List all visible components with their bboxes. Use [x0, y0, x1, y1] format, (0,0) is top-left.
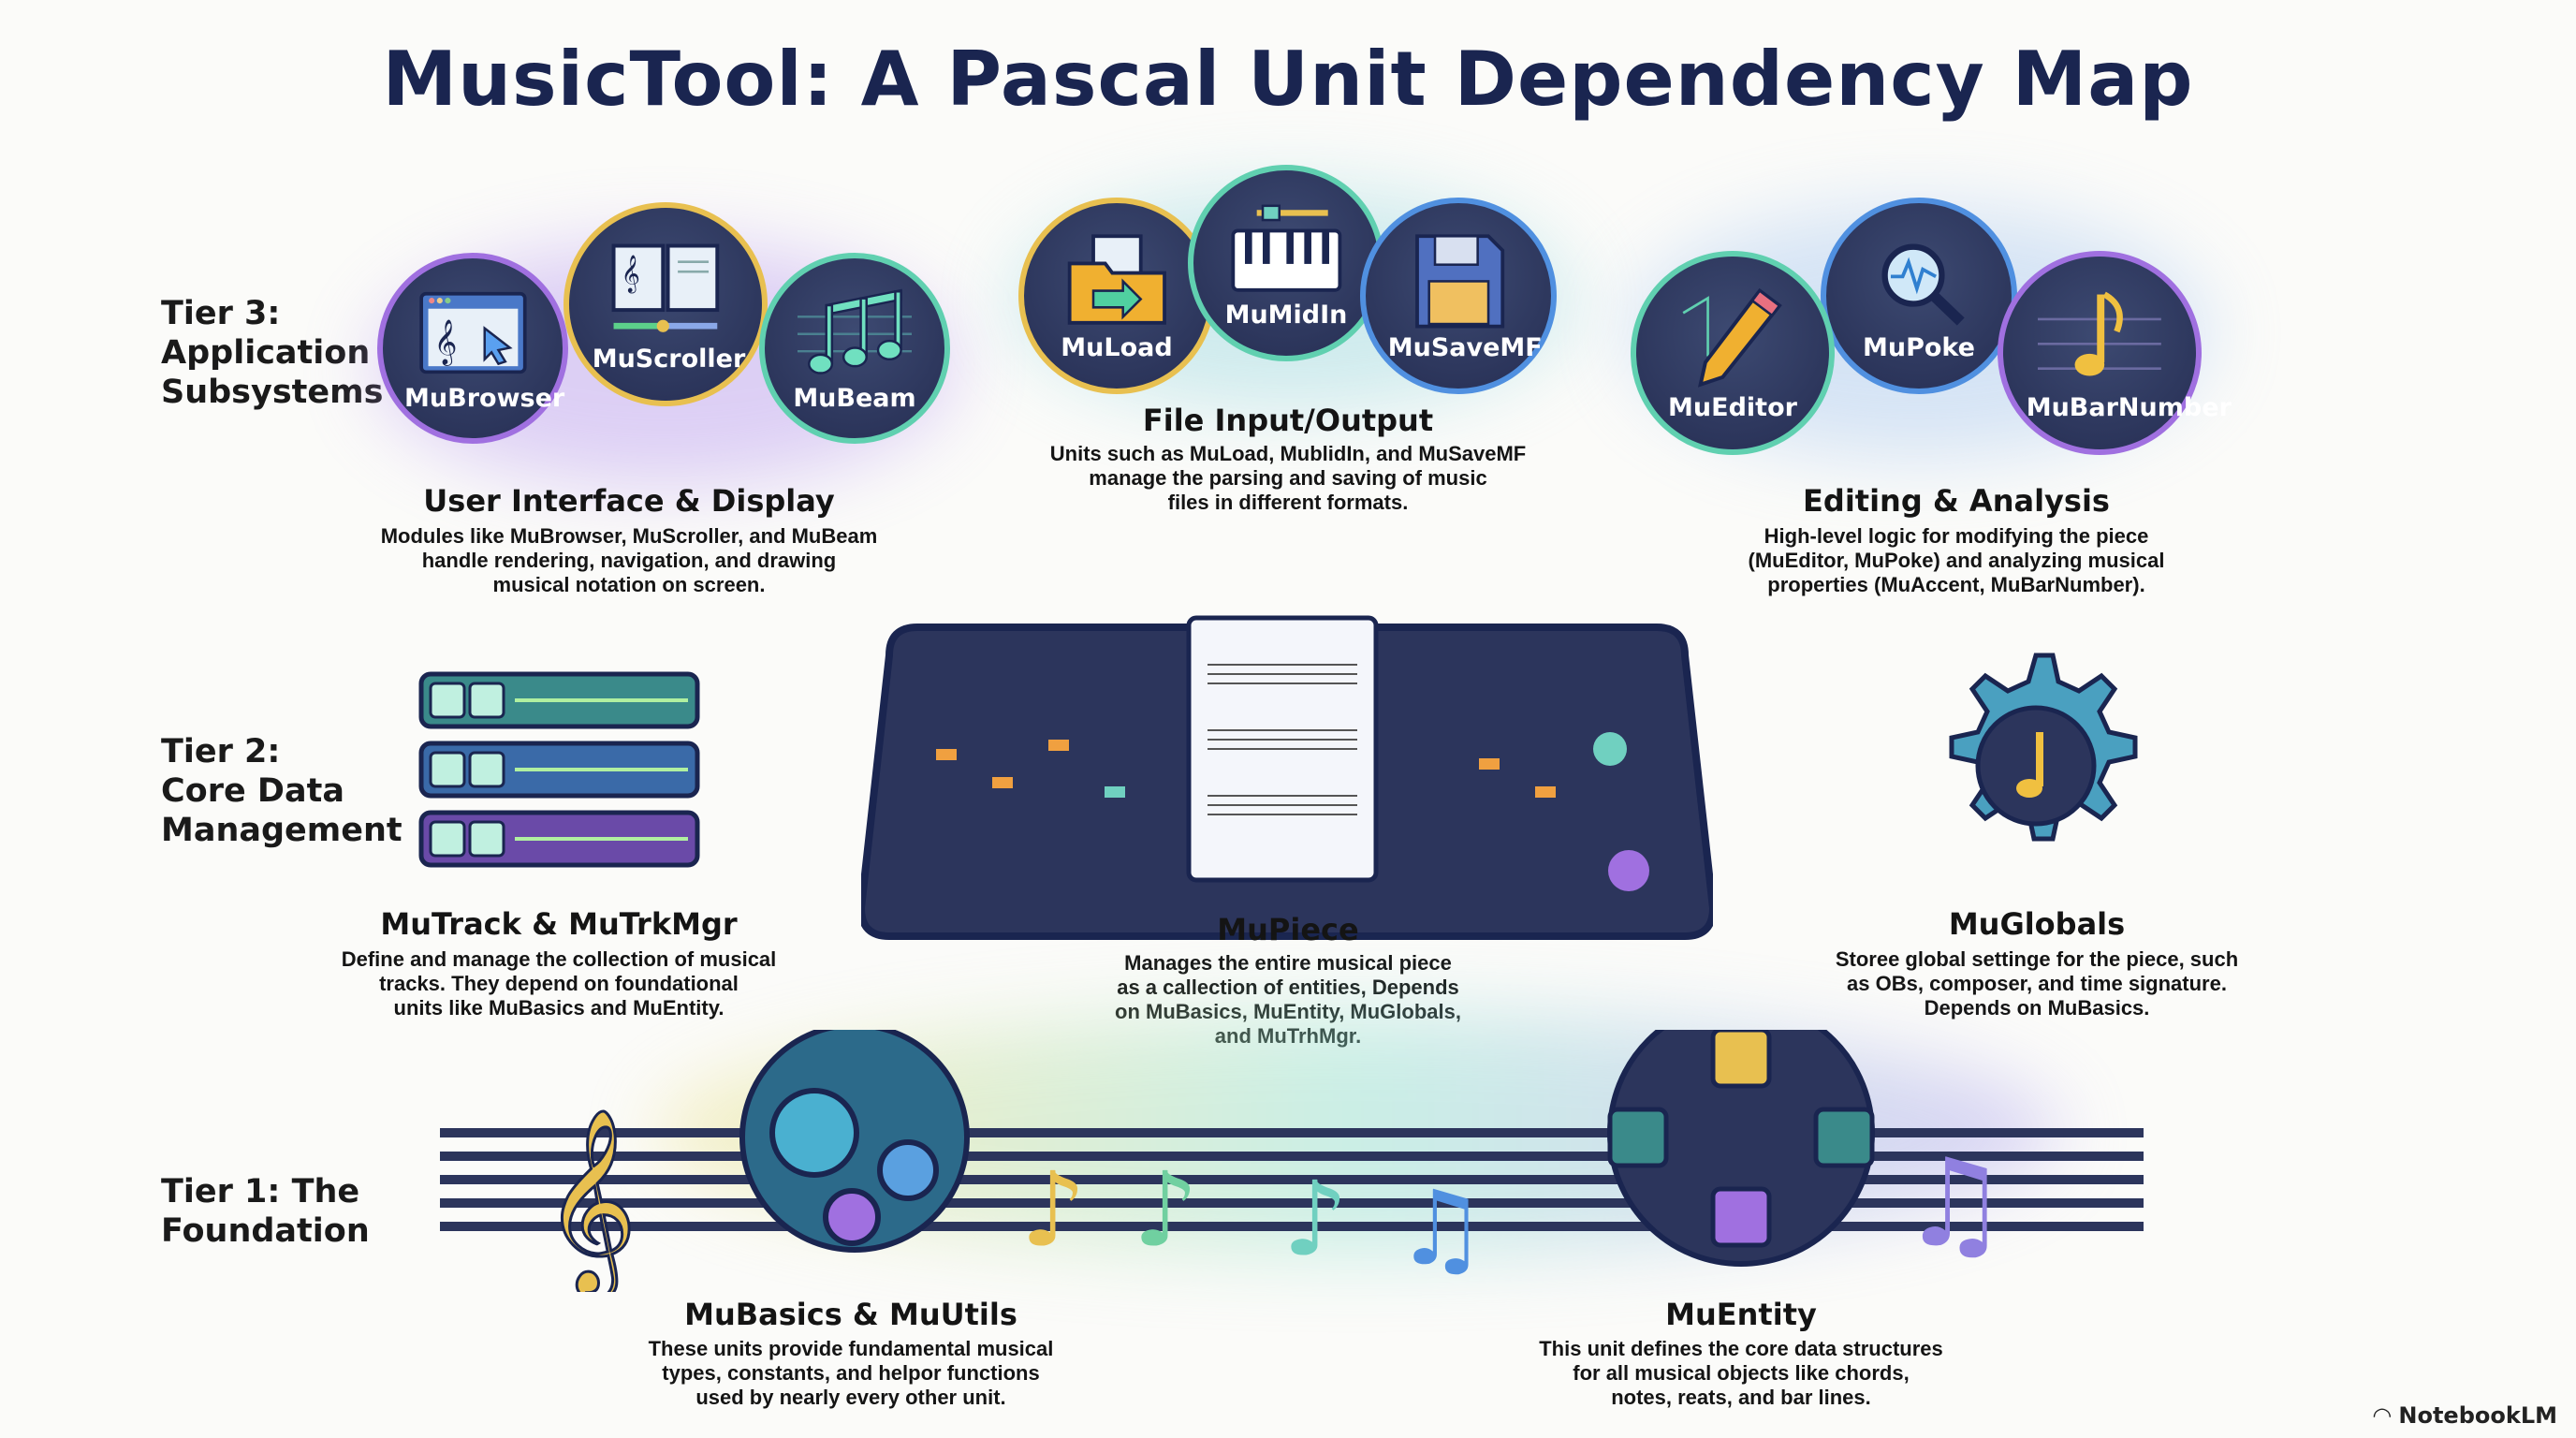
- desc-line: musical notation on screen.: [492, 573, 766, 596]
- unit-muscroller[interactable]: 𝄞 MuScroller: [564, 202, 768, 406]
- desc-line: These units provide fundamental musical: [648, 1337, 1054, 1360]
- brand-label: NotebookLM: [2398, 1402, 2557, 1429]
- tier-1-label: Tier 1: The Foundation: [161, 1172, 370, 1251]
- unit-mubrowser[interactable]: 𝄞 MuBrowser: [377, 253, 568, 444]
- desc-line: for all musical objects like chords,: [1573, 1361, 1910, 1385]
- tier-label-line: Foundation: [161, 1212, 370, 1250]
- desc-mutrack: Define and manage the collection of musi…: [342, 947, 777, 1020]
- group-desc-edit: High-level logic for modifying the piece…: [1749, 524, 2165, 597]
- tier-3-label: Tier 3: Application Subsystems: [161, 294, 383, 412]
- unit-mumidin[interactable]: MuMidIn: [1188, 165, 1384, 361]
- desc-line: units like MuBasics and MuEntity.: [393, 996, 724, 1020]
- group-desc-ui: Modules like MuBrowser, MuScroller, and …: [381, 524, 878, 597]
- desc-line: used by nearly every other unit.: [695, 1386, 1006, 1409]
- pencil-icon: [1682, 287, 1782, 388]
- desc-line: Units such as MuLoad, MublidIn, and MuSa…: [1049, 442, 1527, 465]
- unit-muload[interactable]: MuLoad: [1018, 198, 1215, 394]
- svg-text:𝄞: 𝄞: [433, 318, 457, 366]
- desc-line: properties (MuAccent, MuBarNumber).: [1767, 573, 2145, 596]
- title-mubasics: MuBasics & MuUtils: [684, 1297, 1017, 1332]
- track-stack-icon: [418, 671, 700, 868]
- unit-mubarnumber[interactable]: MuBarNumber: [1998, 251, 2232, 455]
- music-note-icon: [2038, 291, 2161, 376]
- desc-line: tracks. They depend on foundational: [379, 972, 739, 995]
- desc-line: Storee global settinge for the piece, su…: [1835, 947, 2239, 971]
- tier-label-line: Management: [161, 812, 402, 849]
- svg-text:♫: ♫: [1395, 1168, 1487, 1288]
- tier-label-line: Subsystems: [161, 374, 384, 411]
- svg-text:𝄞: 𝄞: [543, 1108, 637, 1292]
- desc-muglobals: Storee global settinge for the piece, su…: [1836, 947, 2238, 1020]
- beamed-notes-icon: [797, 288, 913, 374]
- desc-line: notes, reats, and bar lines.: [1611, 1386, 1871, 1409]
- desc-line: on MuBasics, MuEntity, MuGlobals,: [1115, 1000, 1461, 1023]
- desc-line: High-level logic for modifying the piece: [1764, 524, 2149, 548]
- gear-music-note-icon: [1949, 653, 2138, 842]
- open-book-icon: 𝄞: [611, 243, 720, 332]
- tier-label-line: Tier 1: The: [161, 1173, 360, 1211]
- desc-line: manage the parsing and saving of music: [1089, 466, 1487, 490]
- title-mutrack: MuTrack & MuTrkMgr: [380, 906, 738, 942]
- desc-line: Manages the entire musical piece: [1124, 951, 1452, 975]
- unit-label: MuEditor: [1668, 393, 1797, 423]
- unit-label: MuLoad: [1061, 333, 1173, 363]
- notebooklm-brand: ◠ NotebookLM: [2374, 1402, 2557, 1429]
- desc-line: types, constants, and helpor functions: [662, 1361, 1040, 1385]
- svg-text:♪: ♪: [1133, 1150, 1198, 1269]
- unit-label: MuSaveMF: [1387, 333, 1543, 363]
- desc-mupiece: Manages the entire musical piece as a ca…: [1115, 951, 1461, 1049]
- unit-mubeam[interactable]: MuBeam: [759, 253, 950, 444]
- tier-2-label: Tier 2: Core Data Management: [161, 732, 402, 850]
- unit-label: MuMidIn: [1224, 301, 1348, 330]
- svg-text:♪: ♪: [1282, 1159, 1348, 1279]
- floppy-disk-icon: [1414, 234, 1504, 329]
- desc-line: and MuTrhMgr.: [1214, 1024, 1362, 1048]
- desc-line: as OBs, composer, and time signature.: [1847, 972, 2227, 995]
- group-title-edit: Editing & Analysis: [1803, 483, 2110, 519]
- title-mupiece: MuPiece: [1217, 912, 1359, 947]
- unit-mupoke[interactable]: MuPoke: [1821, 198, 2017, 394]
- title-muglobals: MuGlobals: [1948, 906, 2126, 942]
- folder-import-icon: [1067, 234, 1166, 325]
- group-title-io: File Input/Output: [1142, 403, 1434, 438]
- desc-line: handle rendering, navigation, and drawin…: [421, 549, 837, 572]
- svg-text:𝄞: 𝄞: [622, 255, 640, 293]
- title-muentity: MuEntity: [1665, 1297, 1817, 1332]
- tier-label-line: Application: [161, 334, 371, 372]
- desc-line: files in different formats.: [1167, 491, 1409, 514]
- unit-musavemf[interactable]: MuSaveMF: [1360, 198, 1557, 394]
- tier-label-line: Tier 3:: [161, 295, 281, 332]
- unit-label: MuBrowser: [404, 384, 565, 414]
- desc-muentity: This unit defines the core data structur…: [1539, 1337, 1943, 1410]
- tier-label-line: Core Data: [161, 772, 344, 810]
- group-desc-io: Units such as MuLoad, MublidIn, and MuSa…: [1050, 442, 1526, 515]
- desc-line: Define and manage the collection of musi…: [341, 947, 777, 971]
- unit-label: MuBarNumber: [2026, 393, 2232, 423]
- foundation-staff-icon: 𝄞 ♪ ♪ ♪ ♫ ♫: [440, 1030, 2144, 1292]
- midi-keyboard-icon: [1231, 204, 1341, 292]
- tier-label-line: Tier 2:: [161, 733, 281, 770]
- desc-line: This unit defines the core data structur…: [1539, 1337, 1943, 1360]
- desc-mubasics: These units provide fundamental musical …: [649, 1337, 1054, 1410]
- unit-label: MuPoke: [1862, 333, 1975, 363]
- notebooklm-logo-icon: ◠: [2373, 1402, 2399, 1429]
- unit-label: MuBeam: [793, 384, 916, 414]
- mixing-console-icon: [861, 615, 1713, 940]
- desc-line: as a callection of entities, Depends: [1117, 976, 1459, 999]
- magnifier-waveform-icon: [1881, 243, 1965, 326]
- unit-label: MuScroller: [592, 345, 746, 374]
- desc-line: (MuEditor, MuPoke) and analyzing musical: [1748, 549, 2165, 572]
- desc-line: Modules like MuBrowser, MuScroller, and …: [380, 524, 878, 548]
- svg-text:♫: ♫: [1900, 1132, 2010, 1274]
- svg-text:♪: ♪: [1020, 1150, 1086, 1269]
- page-title: MusicTool: A Pascal Unit Dependency Map: [382, 36, 2194, 123]
- browser-window-icon: 𝄞: [418, 291, 527, 374]
- desc-line: Depends on MuBasics.: [1924, 996, 2150, 1020]
- unit-mueditor[interactable]: MuEditor: [1631, 251, 1835, 455]
- group-title-ui: User Interface & Display: [423, 483, 835, 519]
